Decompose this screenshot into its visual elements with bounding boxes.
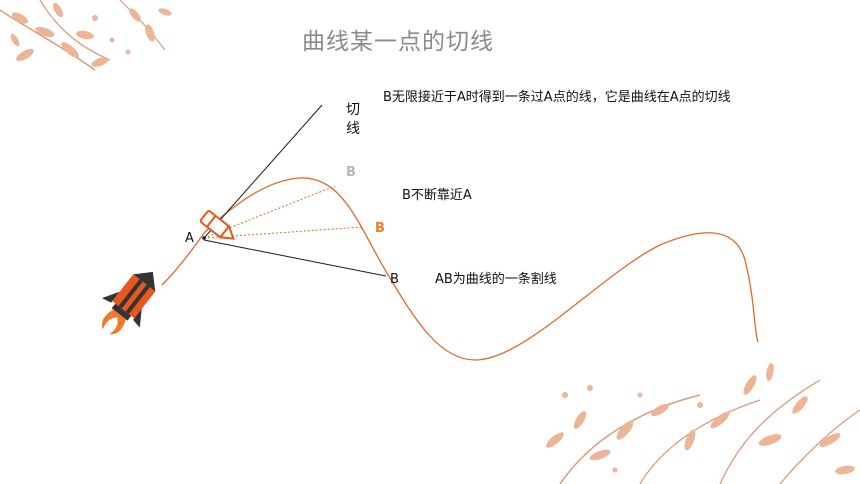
tangent-definition-note: B无限接近于A时得到一条过A点的线，它是曲线在A点的切线 — [383, 90, 731, 105]
secant-note: AB为曲线的一条割线 — [435, 272, 557, 287]
tangent-line — [203, 104, 323, 239]
secant-line — [203, 239, 387, 277]
approach-note: B不断靠近A — [402, 188, 472, 203]
page-title: 曲线某一点的切线 — [302, 29, 494, 55]
secant-dotted-far — [203, 185, 336, 239]
secant-dotted-mid — [203, 226, 364, 239]
floral-decoration-top-left — [0, 0, 172, 71]
floral-decoration-bottom-right — [546, 363, 860, 484]
point-b-far-label: B — [346, 165, 356, 180]
point-a-marker — [202, 236, 206, 240]
point-b-near-label: B — [390, 272, 399, 287]
pencil-icon — [199, 210, 235, 240]
point-a-label: A — [185, 231, 194, 246]
point-b-mid-label: B — [375, 221, 385, 236]
curve — [161, 177, 759, 361]
tangent-label: 切线 — [346, 102, 360, 137]
rocket-icon — [101, 271, 156, 335]
